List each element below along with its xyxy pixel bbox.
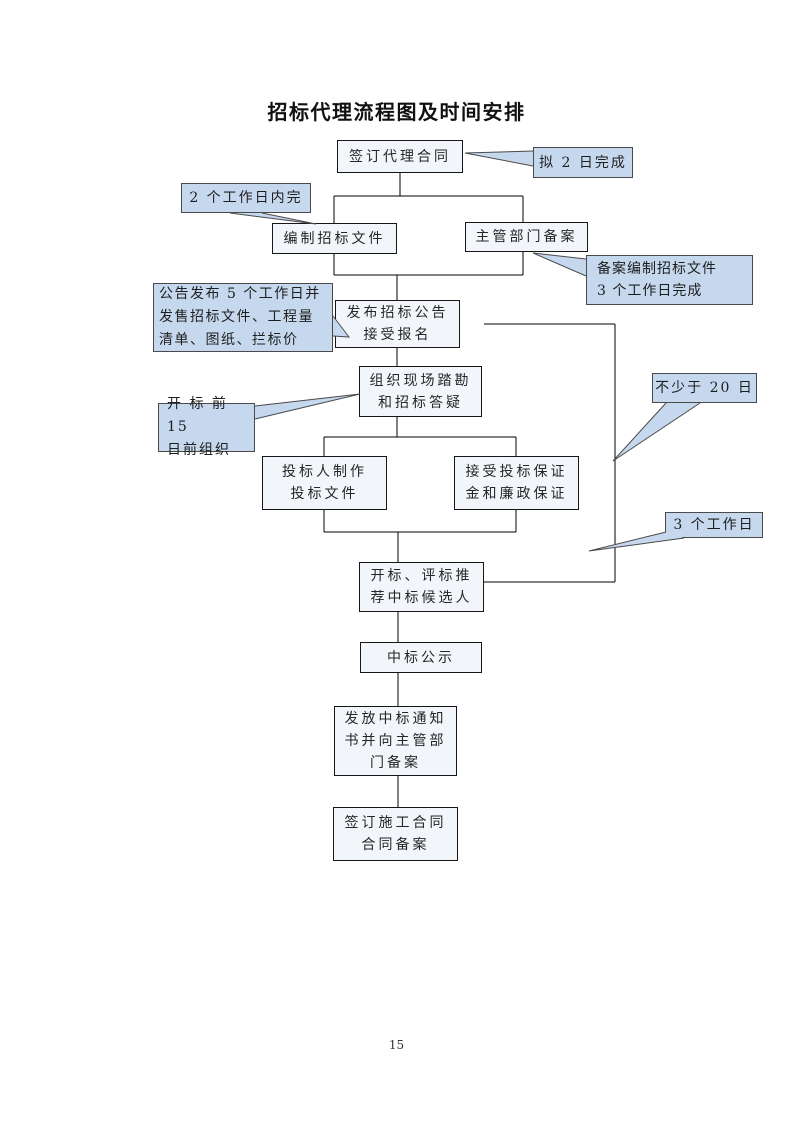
callout-tail-organize-15-days-before <box>254 393 361 420</box>
flow-node-accept-bid-bond: 接受投标保证 金和廉政保证 <box>454 456 579 510</box>
callout-tail-plan-2-days <box>464 150 534 167</box>
flow-node-issue-award-notice: 发放中标通知 书并向主管部 门备案 <box>334 706 457 776</box>
flow-node-label: 接受投标保证 金和廉政保证 <box>465 464 568 502</box>
flow-node-label: 签订代理合同 <box>349 148 451 165</box>
flow-node-label: 主管部门备案 <box>475 229 578 245</box>
callout-filing-3-workdays: 备案编制招标文件 3 个工作日完成 <box>586 255 753 305</box>
flow-node-label: 发放中标通知 书并向主管部 门备案 <box>344 711 447 771</box>
flow-node-publish-announcement: 发布招标公告 接受报名 <box>335 300 460 348</box>
callout-label: 拟 2 日完成 <box>539 154 627 171</box>
flow-node-sign-construction-contract: 签订施工合同 合同备案 <box>333 807 458 861</box>
flow-node-winner-publicity: 中标公示 <box>360 642 482 673</box>
flow-node-prepare-bid-documents: 编制招标文件 <box>272 223 397 254</box>
callout-plan-2-days: 拟 2 日完成 <box>533 147 633 178</box>
flow-node-label: 投标人制作 投标文件 <box>282 464 367 502</box>
flow-node-label: 组织现场踏勘 和招标答疑 <box>369 372 472 411</box>
callout-label: 开 标 前 15 日前组织 <box>167 396 231 458</box>
callout-label: 2 个工作日内完 <box>189 190 303 206</box>
callout-within-2-workdays: 2 个工作日内完 <box>181 183 311 213</box>
flow-node-sign-agency-contract: 签订代理合同 <box>337 140 463 173</box>
callout-label: 不少于 20 日 <box>655 380 754 396</box>
flow-node-label: 编制招标文件 <box>283 230 386 247</box>
callout-no-less-than-20-days: 不少于 20 日 <box>652 373 757 403</box>
flow-node-bidders-prepare-docs: 投标人制作 投标文件 <box>262 456 387 510</box>
callout-label: 公告发布 5 个工作日并 发售招标文件、工程量 清单、图纸、拦标价 <box>159 286 321 348</box>
callout-announcement-5-workdays: 公告发布 5 个工作日并 发售招标文件、工程量 清单、图纸、拦标价 <box>153 283 333 352</box>
flow-node-label: 签订施工合同 合同备案 <box>344 815 447 853</box>
flow-node-label: 开标、评标推 荐中标候选人 <box>370 568 473 606</box>
flow-node-label: 中标公示 <box>387 649 455 666</box>
callout-tail-filing-3-workdays <box>532 252 587 277</box>
callout-tail-no-less-than-20-days <box>612 402 701 462</box>
flow-node-bid-opening-evaluation: 开标、评标推 荐中标候选人 <box>359 562 484 612</box>
callout-organize-15-days-before: 开 标 前 15 日前组织 <box>158 396 255 458</box>
callout-label: 3 个工作日 <box>673 517 755 533</box>
page-title: 招标代理流程图及时间安排 <box>267 100 526 124</box>
callout-three-workdays: 3 个工作日 <box>665 512 763 538</box>
page-number: 15 <box>388 1038 405 1052</box>
flow-node-authority-filing: 主管部门备案 <box>465 222 588 252</box>
flow-node-site-survey-qa: 组织现场踏勘 和招标答疑 <box>359 366 482 417</box>
flow-node-label: 发布招标公告 接受报名 <box>346 305 449 343</box>
callout-label: 备案编制招标文件 3 个工作日完成 <box>597 261 717 299</box>
